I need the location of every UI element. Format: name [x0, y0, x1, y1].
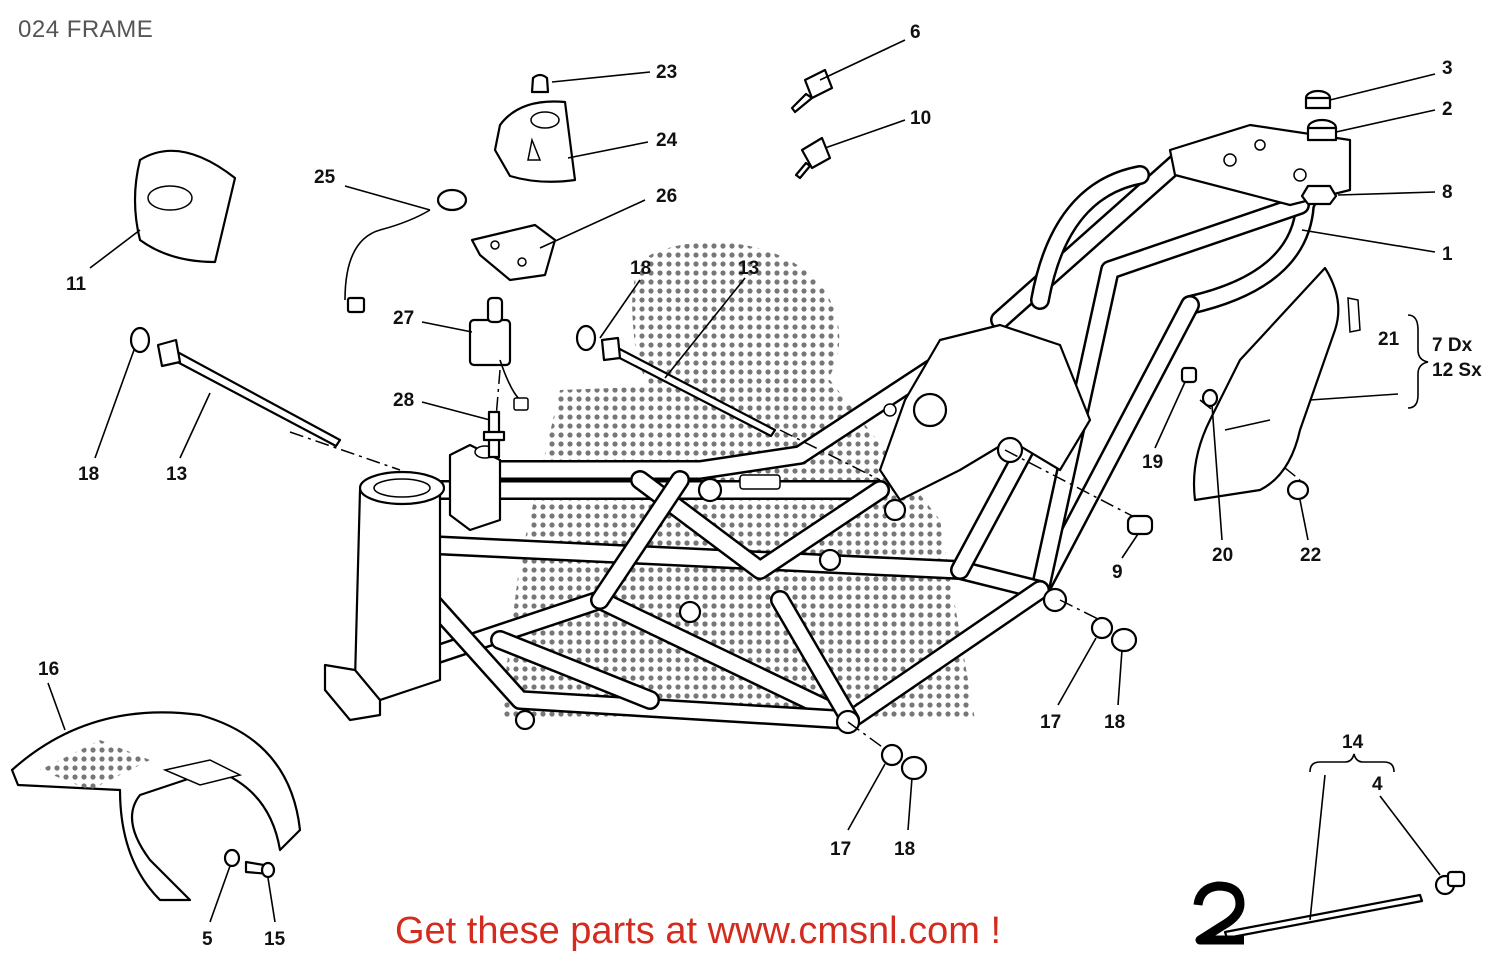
callout-27[interactable]: 27	[393, 308, 414, 329]
callout-13-center[interactable]: 13	[738, 258, 759, 279]
callout-5[interactable]: 5	[202, 929, 213, 950]
part-5-washer[interactable]	[223, 848, 241, 868]
part-11-tank-cap-pouch[interactable]	[133, 149, 237, 264]
part-16-front-mudguard[interactable]	[10, 711, 302, 902]
footer-parts-link[interactable]: Get these parts at www.cmsnl.com !	[0, 910, 1500, 953]
callout-13-left[interactable]: 13	[166, 464, 187, 485]
callout-24[interactable]: 24	[656, 130, 678, 151]
callout-25[interactable]: 25	[314, 167, 336, 188]
part-26-bracket[interactable]	[470, 223, 557, 282]
callout-15[interactable]: 15	[264, 929, 286, 950]
brace-21	[1407, 314, 1429, 409]
part-18-cap-right[interactable]	[1110, 627, 1138, 653]
part-28-bolt[interactable]	[482, 410, 506, 459]
callout-16[interactable]: 16	[38, 659, 59, 680]
main-frame[interactable]	[323, 123, 1352, 735]
callout-28[interactable]: 28	[393, 390, 414, 411]
callout-20[interactable]: 20	[1212, 545, 1233, 566]
part-15-screw[interactable]	[244, 860, 276, 879]
leader-lines	[47, 39, 1441, 923]
callout-18-lower[interactable]: 18	[894, 839, 915, 860]
callout-23[interactable]: 23	[656, 62, 677, 83]
callout-11[interactable]: 11	[66, 274, 87, 295]
part-13-long-axle-center[interactable]	[600, 336, 777, 438]
brace-label-left-side: 12 Sx	[1432, 360, 1482, 381]
part-17-bushing-lower[interactable]	[880, 743, 904, 767]
callout-1[interactable]: 1	[1442, 244, 1453, 265]
part-24-cover[interactable]	[493, 100, 577, 183]
callout-18-center[interactable]: 18	[630, 258, 651, 279]
callout-10[interactable]: 10	[910, 108, 931, 129]
page-title: 024 FRAME	[18, 16, 154, 43]
part-10-key[interactable]	[794, 136, 832, 180]
part-4-fitting[interactable]	[1434, 870, 1466, 896]
part-9-bushing[interactable]	[1126, 514, 1154, 536]
callout-17-right[interactable]: 17	[1040, 712, 1061, 733]
part-18-cap-lower[interactable]	[900, 755, 928, 781]
part-8-nut[interactable]	[1300, 184, 1338, 206]
callout-17-lower[interactable]: 17	[830, 839, 851, 860]
footer-text[interactable]: Get these parts at www.cmsnl.com !	[394, 910, 1002, 952]
part-17-bushing-right[interactable]	[1090, 616, 1114, 640]
callout-26[interactable]: 26	[656, 186, 677, 207]
part-23-cap-nut[interactable]	[530, 73, 550, 94]
part-20-washer[interactable]	[1201, 388, 1219, 408]
number-two-glyph	[1193, 881, 1245, 945]
part-27-sensor[interactable]	[468, 296, 529, 411]
callout-18-left[interactable]: 18	[78, 464, 99, 485]
callout-8[interactable]: 8	[1442, 182, 1453, 203]
callout-21[interactable]: 21	[1378, 329, 1400, 350]
part-3-grommet[interactable]	[1304, 89, 1332, 110]
callout-19[interactable]: 19	[1142, 452, 1163, 473]
callout-22[interactable]: 22	[1300, 545, 1321, 566]
brace-14	[1309, 753, 1395, 773]
part-13-long-axle-left[interactable]	[156, 338, 342, 448]
callout-6[interactable]: 6	[910, 22, 921, 43]
callout-2[interactable]: 2	[1442, 99, 1453, 120]
brace-label-right-side: 7 Dx	[1432, 335, 1473, 356]
part-18-bushing-center[interactable]	[575, 324, 597, 352]
callout-labels: 23 24 25 26 11 27 28 18 13 18 13 6 10 3 …	[38, 22, 1482, 950]
callout-4[interactable]: 4	[1372, 774, 1383, 795]
part-19-screw[interactable]	[1180, 366, 1198, 384]
callout-9[interactable]: 9	[1112, 562, 1123, 583]
callout-3[interactable]: 3	[1442, 58, 1453, 79]
part-22-nut[interactable]	[1286, 479, 1310, 501]
part-21-side-panel[interactable]	[1192, 266, 1361, 502]
part-2-grommet[interactable]	[1306, 118, 1338, 142]
part-25-wiring[interactable]	[344, 188, 468, 314]
callout-14[interactable]: 14	[1342, 732, 1364, 753]
callout-18-right[interactable]: 18	[1104, 712, 1125, 733]
part-18-bushing-left[interactable]	[129, 326, 151, 354]
